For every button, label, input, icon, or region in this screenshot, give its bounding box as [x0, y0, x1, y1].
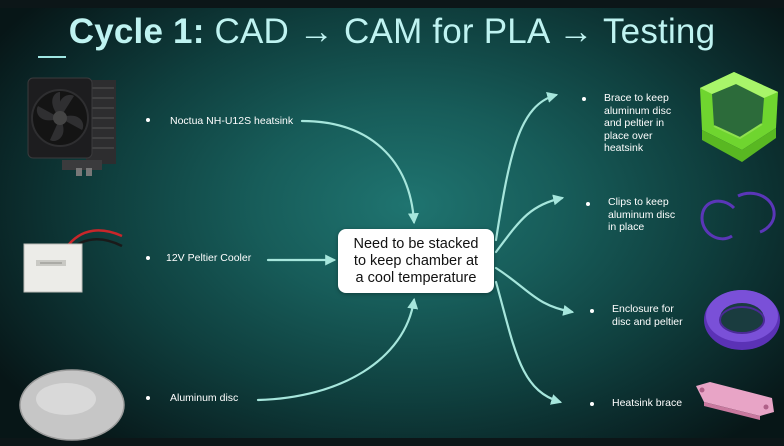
bullet	[590, 402, 594, 406]
title-accent-line	[38, 56, 66, 58]
input-label-peltier: 12V Peltier Cooler	[166, 252, 252, 264]
bullet	[146, 256, 150, 260]
output-label-heatsink-brace: Heatsink brace	[612, 397, 683, 409]
arrow-heatsink-to-center	[300, 119, 419, 225]
pink-bracket-render	[696, 382, 774, 420]
slide-title: Cycle 1: CAD → CAM for PLA → Testing	[0, 12, 784, 52]
output-label-clips: Clips to keep aluminum disc in place	[608, 196, 676, 233]
peltier-photo	[23, 229, 123, 293]
bullet	[146, 118, 150, 122]
arrow-center-to-enclosure	[494, 266, 575, 316]
top-edge	[0, 0, 784, 8]
green-brace-render	[700, 72, 778, 162]
center-statement-box: Need to be stacked to keep chamber at a …	[338, 229, 494, 293]
aluminum-disc-photo	[19, 369, 125, 441]
bullet	[586, 202, 590, 206]
arrow-disc-to-center	[256, 297, 419, 402]
arrow-center-to-heatsink-brace	[494, 280, 563, 405]
arrow-center-to-clips	[494, 194, 565, 254]
output-label-enclosure: Enclosure for disc and peltier	[612, 303, 683, 328]
title-bold: Cycle 1:	[68, 12, 205, 51]
arrow-center-to-brace	[494, 92, 559, 242]
input-label-disc: Aluminum disc	[170, 392, 239, 404]
bullet	[146, 396, 150, 400]
output-label-brace: Brace to keep aluminum disc and peltier …	[604, 92, 672, 154]
bullet	[590, 309, 594, 313]
purple-clips-render	[700, 191, 776, 241]
center-statement-text: Need to be stacked to keep chamber at a …	[353, 235, 479, 286]
bullet	[582, 97, 586, 101]
purple-ring-render	[704, 290, 780, 350]
input-label-heatsink: Noctua NH-U12S heatsink	[170, 115, 294, 127]
bottom-edge	[0, 438, 784, 446]
title-rest: CAD → CAM for PLA → Testing	[204, 12, 716, 51]
heatsink-photo	[27, 77, 116, 176]
